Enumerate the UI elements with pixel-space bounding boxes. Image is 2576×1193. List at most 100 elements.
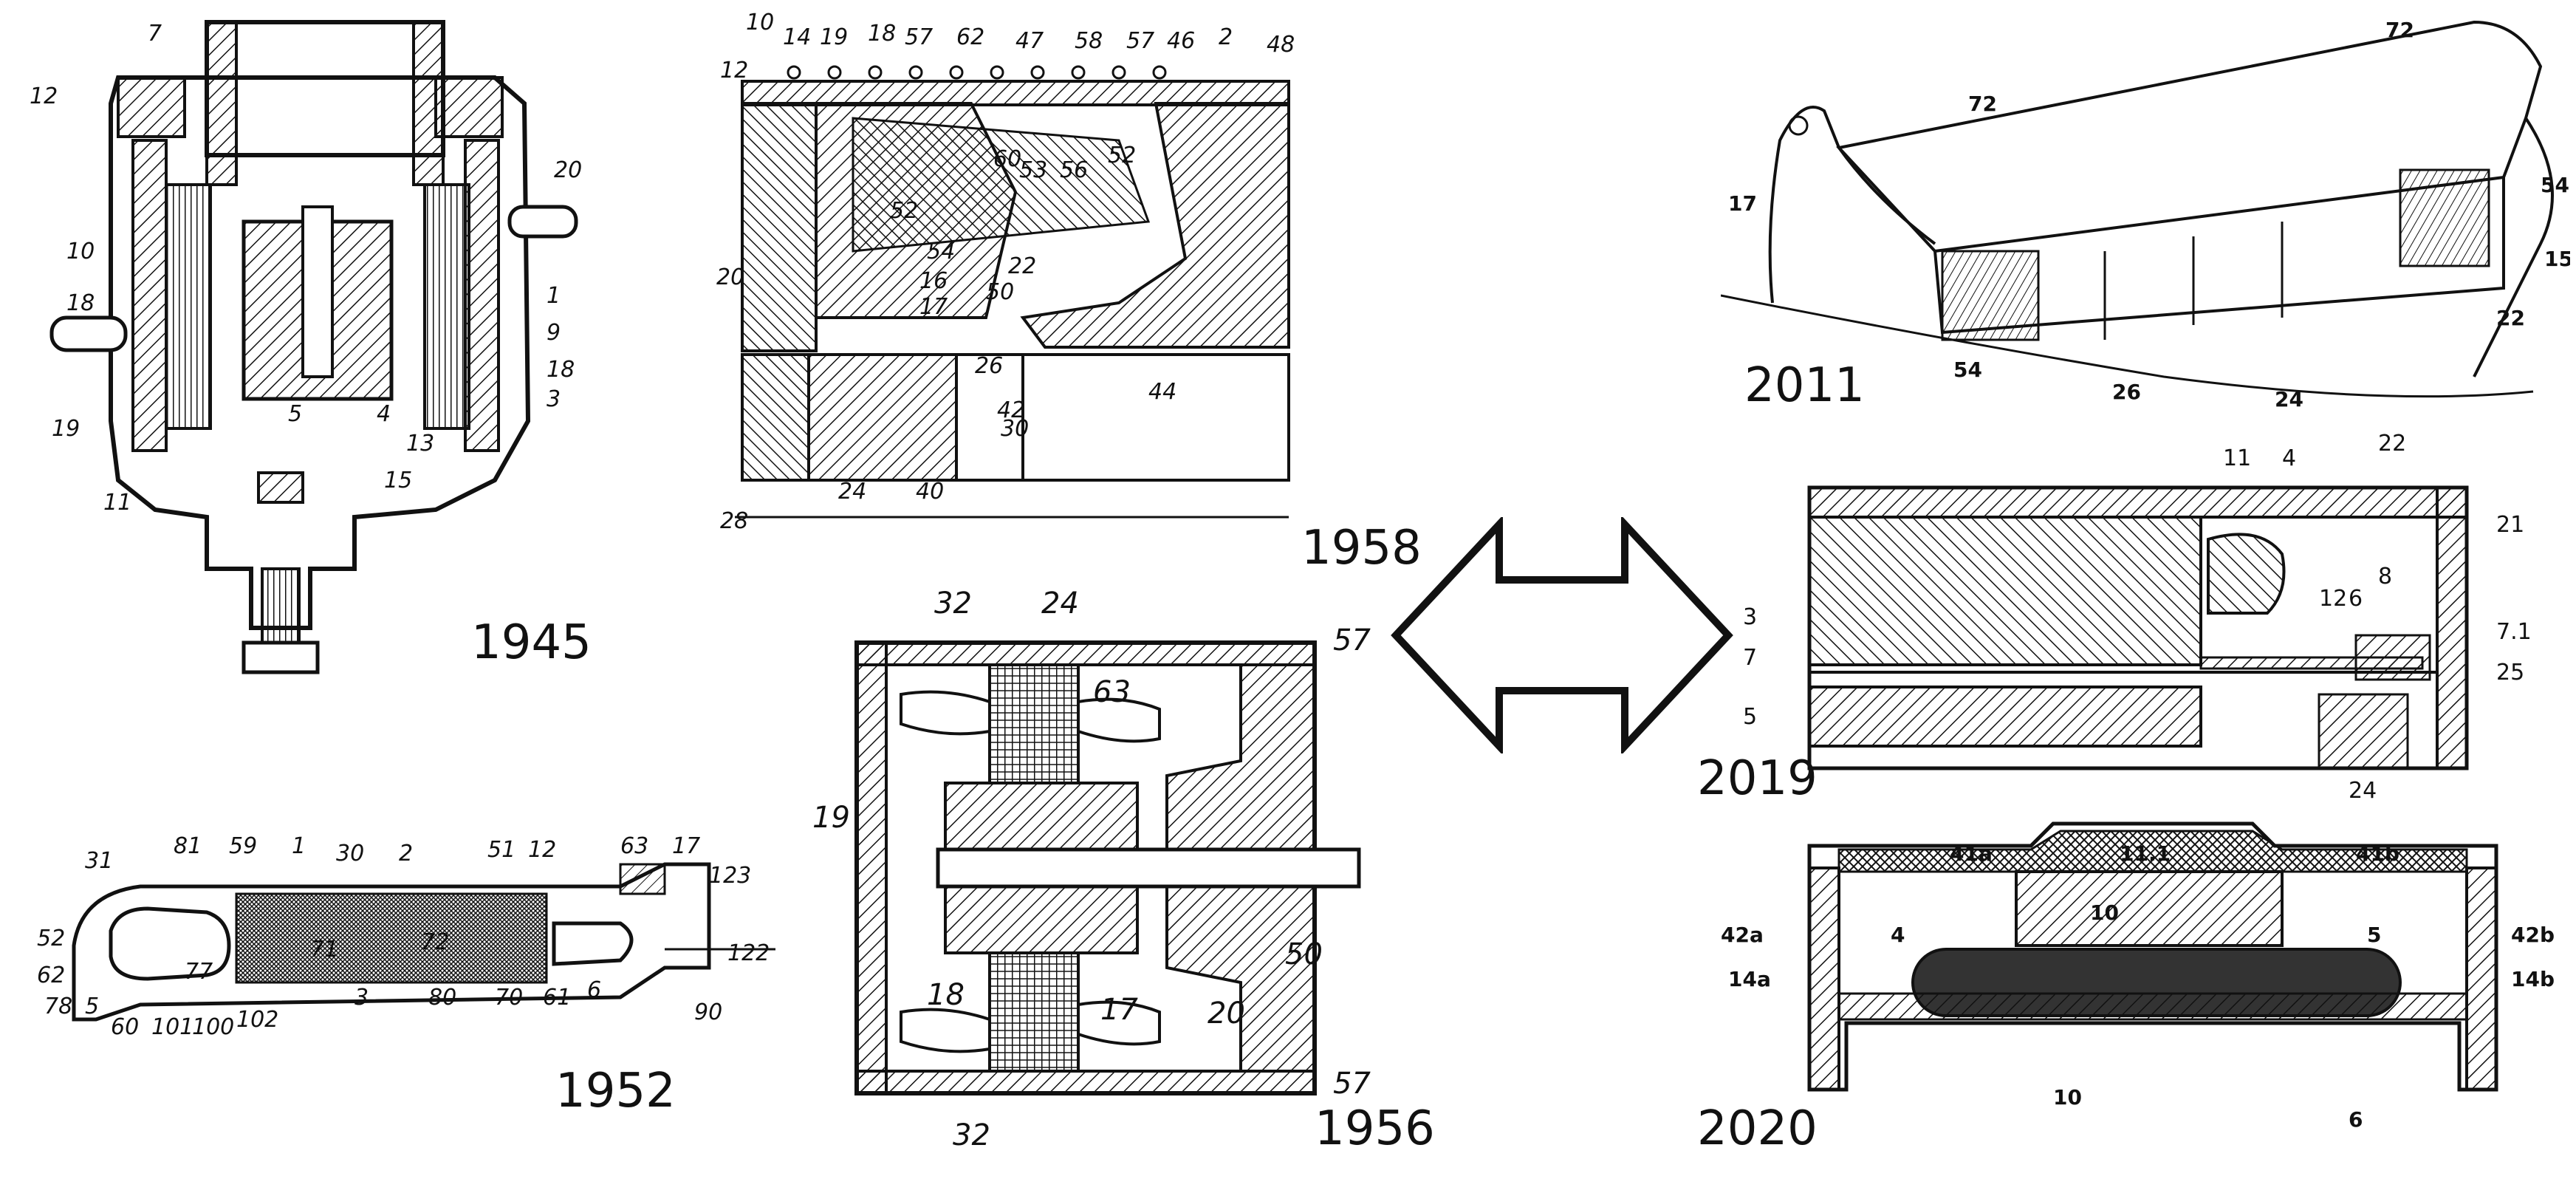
svg-text:9: 9	[547, 320, 561, 346]
svg-text:18: 18	[927, 978, 965, 1012]
svg-text:25: 25	[2496, 660, 2524, 686]
svg-text:11.1: 11.1	[2120, 841, 2171, 866]
svg-text:18: 18	[868, 21, 896, 47]
svg-text:16: 16	[919, 268, 948, 294]
svg-text:2: 2	[399, 841, 413, 866]
svg-text:14b: 14b	[2511, 967, 2555, 991]
svg-text:72: 72	[1968, 92, 1997, 116]
svg-text:50: 50	[1285, 937, 1323, 971]
svg-text:10: 10	[66, 239, 95, 264]
svg-text:50: 50	[986, 279, 1014, 305]
year-label-2020: 2020	[1697, 1101, 1818, 1156]
svg-text:41b: 41b	[2356, 841, 2399, 866]
svg-text:14: 14	[783, 24, 811, 50]
svg-text:3: 3	[1743, 604, 1757, 630]
svg-text:1: 1	[547, 283, 561, 309]
svg-text:52: 52	[890, 198, 918, 224]
svg-text:57: 57	[1333, 623, 1371, 657]
drawing-2019: 22 11 4 21 8 12 6 3 7.1 7 25 5 24	[1699, 421, 2570, 805]
svg-text:31: 31	[85, 848, 113, 874]
svg-text:42a: 42a	[1721, 923, 1764, 947]
svg-text:3: 3	[547, 386, 561, 412]
svg-text:20: 20	[554, 157, 582, 183]
svg-text:21: 21	[2496, 512, 2524, 538]
svg-text:62: 62	[956, 24, 984, 50]
year-label-1956: 1956	[1315, 1101, 1435, 1156]
svg-text:71: 71	[310, 937, 338, 963]
svg-text:122: 122	[727, 940, 770, 966]
svg-text:41a: 41a	[1950, 841, 1993, 866]
svg-text:18: 18	[547, 357, 575, 383]
drawing-2020: 41a 11.1 41b 10 42a 4 5 42b 14a 14b 10 6	[1699, 809, 2570, 1149]
svg-text:11: 11	[103, 490, 131, 516]
svg-text:7.1: 7.1	[2496, 619, 2532, 645]
svg-text:77: 77	[185, 959, 213, 985]
svg-text:12: 12	[2319, 586, 2347, 612]
svg-text:12: 12	[30, 83, 58, 109]
svg-text:18: 18	[66, 290, 95, 316]
svg-text:42b: 42b	[2511, 923, 2555, 947]
svg-text:123: 123	[709, 863, 751, 889]
svg-text:22: 22	[1008, 253, 1036, 279]
svg-text:17: 17	[672, 833, 700, 859]
svg-text:47: 47	[1015, 28, 1044, 54]
svg-text:72: 72	[2385, 18, 2414, 42]
svg-text:11: 11	[2223, 445, 2251, 471]
drawing-1952: 31 81 59 1 30 2 51 12 63 17 123 52 62 78…	[15, 820, 798, 1056]
svg-text:54: 54	[927, 239, 955, 264]
svg-text:22: 22	[2496, 306, 2525, 330]
svg-text:4: 4	[2282, 445, 2296, 471]
svg-text:51: 51	[487, 837, 515, 863]
svg-text:100: 100	[192, 1014, 234, 1040]
svg-text:1: 1	[292, 833, 306, 859]
drawing-1945: 7 12 20 10 18 19 1 9 18 3 11 5 4 13 15	[7, 7, 583, 717]
svg-text:59: 59	[229, 833, 257, 859]
svg-text:5: 5	[288, 401, 302, 427]
svg-text:57: 57	[905, 24, 933, 50]
svg-text:28: 28	[720, 508, 748, 534]
year-label-2019: 2019	[1697, 751, 1818, 806]
svg-text:60: 60	[111, 1014, 139, 1040]
svg-text:24: 24	[838, 479, 866, 505]
svg-text:61: 61	[543, 985, 571, 1011]
svg-text:26: 26	[2112, 380, 2141, 404]
svg-text:20: 20	[1208, 997, 1245, 1030]
svg-text:5: 5	[2367, 923, 2381, 947]
svg-text:63: 63	[620, 833, 648, 859]
svg-text:4: 4	[377, 401, 391, 427]
svg-text:10: 10	[2053, 1085, 2082, 1110]
svg-text:6: 6	[2349, 1107, 2363, 1132]
svg-text:7: 7	[148, 21, 162, 47]
svg-text:24: 24	[2349, 778, 2377, 804]
svg-text:78: 78	[44, 994, 72, 1019]
svg-text:44: 44	[1148, 379, 1176, 405]
svg-text:32: 32	[953, 1118, 990, 1152]
svg-text:57: 57	[1126, 28, 1154, 54]
svg-text:24: 24	[1041, 587, 1079, 621]
svg-text:56: 56	[1060, 157, 1088, 183]
svg-text:54: 54	[2541, 173, 2569, 197]
svg-text:2: 2	[1219, 24, 1233, 50]
svg-text:102: 102	[236, 1007, 278, 1033]
svg-text:57: 57	[1333, 1067, 1371, 1101]
svg-text:32: 32	[934, 587, 972, 621]
svg-text:42: 42	[997, 397, 1025, 423]
svg-text:81: 81	[174, 833, 202, 859]
svg-text:12: 12	[528, 837, 556, 863]
drawing-1958: 10 14 19 18 57 62 47 58 57 46 2 48 12 60…	[705, 7, 1329, 539]
svg-text:62: 62	[37, 963, 65, 988]
svg-text:52: 52	[1108, 143, 1136, 168]
svg-text:17: 17	[919, 294, 948, 320]
svg-text:17: 17	[1100, 993, 1138, 1027]
svg-text:15: 15	[384, 468, 412, 493]
svg-text:19: 19	[812, 801, 850, 835]
svg-text:5: 5	[1743, 704, 1757, 730]
svg-text:101: 101	[151, 1014, 193, 1040]
svg-text:70: 70	[495, 985, 523, 1011]
drawing-1956: 32 24 57 63 19 18 17 20 50 57 32	[798, 584, 1381, 1152]
svg-text:53: 53	[1019, 157, 1047, 183]
svg-text:12: 12	[720, 58, 748, 83]
svg-text:6: 6	[587, 977, 601, 1003]
svg-text:5: 5	[85, 994, 99, 1019]
